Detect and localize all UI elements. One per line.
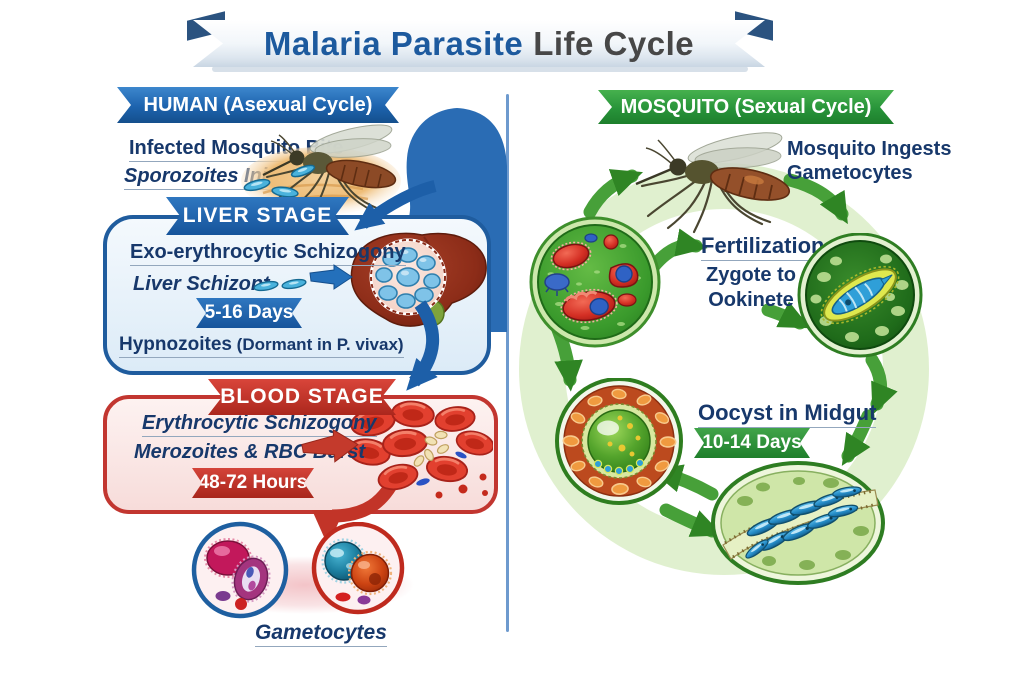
zygote-label: Zygote to Ookinete — [692, 263, 810, 313]
liver-line2: Liver Schizont — [133, 273, 270, 295]
liver-duration-badge: 5-16 Days — [196, 298, 302, 328]
sporozoite-glyphs — [253, 278, 307, 292]
blood-line1: Erythrocytic Schizogony — [142, 412, 377, 437]
arrow-down-to-sporozoites — [841, 409, 875, 466]
fertilization-label: Fertilization — [701, 233, 825, 261]
ookinete-circle — [797, 233, 923, 358]
sporozoites-circle — [711, 461, 885, 585]
oocyst-label: Oocyst in Midgut — [698, 400, 877, 428]
red-blood-cells-illustration — [344, 398, 493, 499]
arrow-schizont-to-liver — [309, 264, 353, 290]
gametes-in-gut-circle — [529, 216, 661, 348]
liver-line1: Exo-erythrocytic Schizogony — [130, 241, 406, 266]
gametocyte-circle-right — [311, 522, 405, 615]
human-cycle-banner: HUMAN (Asexual Cycle) — [117, 87, 399, 123]
gametocyte-circle-left — [191, 521, 289, 619]
arrow-gametes-to-mosquito — [583, 169, 644, 219]
page-title: Malaria Parasite Life Cycle — [193, 20, 765, 67]
zygote-line2: Ookinete — [708, 289, 794, 311]
hypnozoites-note: (Dormant in P. vivax) — [231, 335, 404, 354]
title-part-gray: Life Cycle — [533, 24, 695, 62]
ingests-line2: Gametocytes — [787, 162, 913, 184]
panel-divider — [506, 94, 509, 632]
ingests-label: Mosquito Ingests Gametocytes — [787, 137, 951, 185]
arrow-zygote-to-ookinete — [761, 301, 811, 330]
arrow-oocyst-to-sporozoites — [659, 503, 723, 538]
arrow-ookinete-down-1 — [865, 353, 898, 415]
arrow-merozoites-to-rbc — [301, 428, 359, 463]
ingests-line1: Mosquito Ingests — [787, 138, 952, 160]
oocyst-circle — [555, 378, 683, 505]
mosquito-cycle-banner: MOSQUITO (Sexual Cycle) — [598, 90, 894, 124]
liver-with-schizont-illustration — [350, 232, 487, 327]
oocyst-duration-badge: 10-14 Days — [694, 428, 810, 458]
mosquito-feeding-illustration — [635, 132, 791, 234]
gametocytes-label: Gametocytes — [255, 621, 387, 647]
arrow-mosquito-to-ookinete — [783, 173, 849, 225]
hypnozoites-text: Hypnozoites — [119, 334, 232, 355]
liver-line3: Hypnozoites (Dormant in P. vivax) — [119, 334, 404, 358]
liver-stage-ribbon: LIVER STAGE — [166, 197, 349, 235]
blood-duration-badge: 48-72 Hours — [192, 468, 314, 498]
blood-stage-ribbon: BLOOD STAGE — [208, 379, 396, 415]
zygote-line1: Zygote to — [706, 264, 796, 286]
title-ribbon-shadow — [212, 66, 748, 72]
title-part-blue: Malaria Parasite — [263, 24, 524, 62]
arrow-liver-to-blood — [406, 300, 439, 391]
arrow-bite-to-liver — [354, 180, 437, 231]
